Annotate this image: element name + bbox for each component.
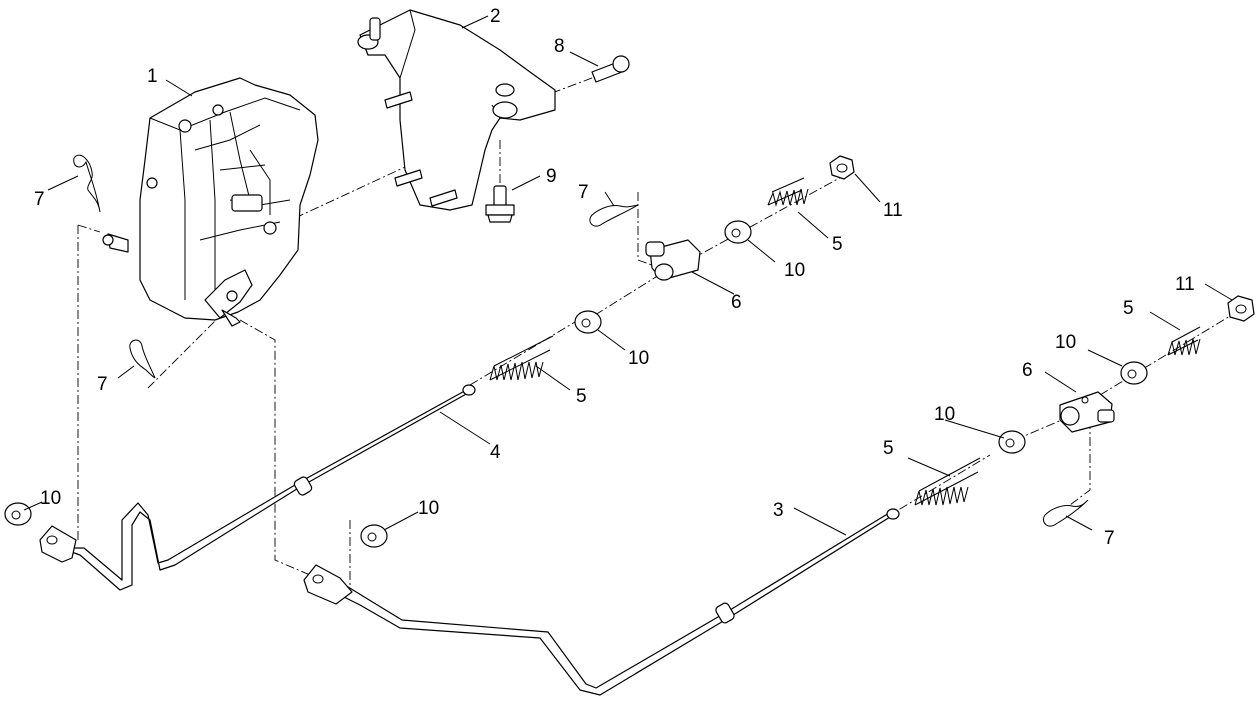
callout-6-lower: 6 (1022, 360, 1033, 381)
callout-7-top-left: 7 (34, 189, 45, 210)
callout-5-middle: 5 (576, 386, 587, 407)
callout-10-right: 10 (1055, 332, 1076, 353)
swivel-upper (645, 239, 701, 281)
hex-nut-lower (1227, 295, 1255, 322)
hairpin-clip-bottom-right (1042, 499, 1089, 527)
washer-middle (574, 310, 602, 334)
callout-7-top-center: 7 (578, 182, 589, 203)
control-module (102, 77, 319, 327)
callout-8: 8 (554, 36, 565, 57)
spring-upper (767, 177, 809, 207)
hairpin-clip-bottom-left (129, 339, 156, 379)
spring-middle (489, 335, 554, 381)
callout-10-middle: 10 (628, 348, 649, 369)
spring-right (1167, 326, 1201, 356)
callout-4: 4 (490, 442, 501, 463)
callout-10-left: 10 (40, 488, 61, 509)
spring-lower (914, 457, 981, 506)
leader-lines (23, 15, 1233, 536)
hairpin-clip-top-left (73, 154, 101, 213)
rod-upper (39, 384, 476, 591)
callout-7-bottom-left: 7 (97, 374, 108, 395)
callout-labels: 1 2 3 4 5 5 5 5 6 6 7 7 7 7 8 9 10 10 10… (34, 6, 1195, 549)
washer-right (1120, 361, 1148, 385)
callout-2: 2 (490, 6, 501, 27)
callout-10-lower: 10 (934, 404, 955, 425)
swivel-lower (1059, 391, 1115, 433)
flange-bolt (485, 185, 515, 223)
callout-5-right: 5 (1123, 298, 1134, 319)
callout-1: 1 (147, 66, 158, 87)
mounting-bracket (357, 9, 556, 211)
washer-lower (998, 430, 1026, 454)
callout-9: 9 (546, 166, 557, 187)
callout-10-upper: 10 (784, 260, 805, 281)
callout-6-upper: 6 (731, 292, 742, 313)
hairpin-clip-top-center (589, 204, 639, 227)
callout-10-center: 10 (418, 498, 439, 519)
washer-left (4, 502, 32, 526)
callout-5-upper: 5 (832, 234, 843, 255)
washer-upper (724, 220, 752, 244)
callout-5-lower: 5 (883, 438, 894, 459)
rod-lower (303, 508, 900, 696)
hex-nut-upper (829, 155, 855, 180)
callout-11-lower: 11 (1175, 274, 1195, 295)
clevis-pin (591, 55, 630, 83)
callout-7-bottom-right: 7 (1104, 528, 1115, 549)
callout-3: 3 (773, 500, 784, 521)
callout-11-upper: 11 (883, 200, 903, 221)
washer-center (360, 524, 388, 548)
